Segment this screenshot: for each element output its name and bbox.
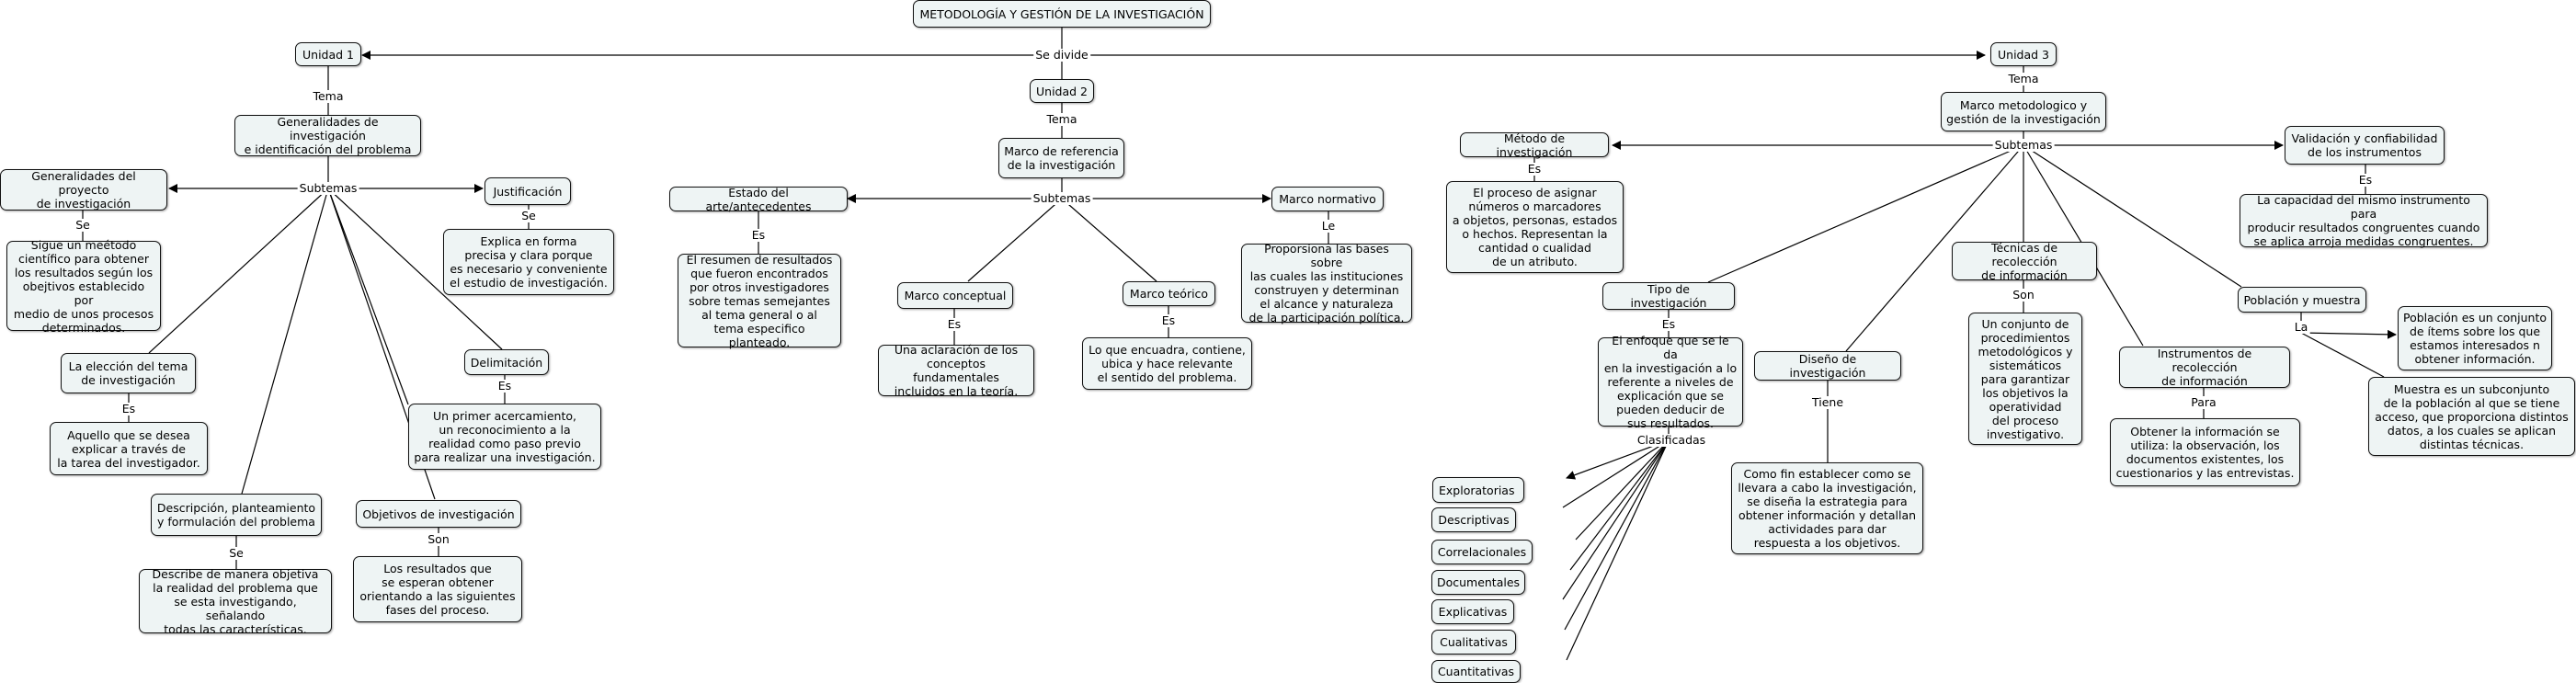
u3-tecnicas-node: Técnicas de recolección de información [1952, 241, 2097, 282]
u1-descripcion-desc-node: Describe de manera objetiva la realidad … [139, 567, 332, 636]
u1-objetivos-desc-node: Los resultados que se esperan obtener or… [353, 556, 522, 622]
u1-eleccion-desc-node: Aquello que se desea explicar a través d… [50, 422, 208, 475]
link-label-u2-estado: Es [749, 228, 768, 242]
link-label-u1-tema: Tema [311, 89, 346, 103]
unidad-2-node: Unidad 2 [1030, 79, 1094, 103]
link-label-u3-clasificadas: Clasificadas [1635, 433, 1708, 447]
u2-normativo-desc-node: Proporsiona las bases sobre las cuales l… [1241, 242, 1412, 324]
u1-justificacion-node: Justificación [484, 177, 571, 205]
u1-tema-node: Generalidades de investigación e identif… [234, 115, 421, 156]
u2-conceptual-node: Marco conceptual [897, 282, 1013, 309]
u3-tipo-cualitativas-node: Cualitativas [1431, 630, 1516, 655]
u3-tema-node: Marco metodologico y gestión de la inves… [1941, 92, 2106, 131]
u1-delimitacion-node: Delimitación [464, 349, 549, 375]
link-label-u1-delimitacion: Es [496, 379, 514, 393]
u3-tecnicas-desc-node: Un conjunto de procedimientos metodológi… [1968, 313, 2082, 445]
unidad-3-node: Unidad 3 [1990, 42, 2057, 66]
u3-validacion-desc-node: La capacidad del mismo instrumento para … [2240, 193, 2488, 248]
u2-teorico-node: Marco teórico [1123, 281, 1215, 306]
link-label-u3-instrumentos: Para [2189, 395, 2218, 409]
u3-diseno-desc-node: Como fin establecer como se llevara a ca… [1731, 462, 1923, 554]
u3-tipo-documentales-node: Documentales [1431, 570, 1525, 595]
u2-estado-desc-node: El resumen de resultados que fueron enco… [678, 253, 841, 349]
u3-poblacion-node: Población y muestra [2238, 287, 2366, 313]
link-label-u1-subtemas: Subtemas [297, 181, 359, 195]
link-label-u1-justificacion: Se [519, 209, 538, 222]
u1-justificacion-desc-node: Explica en forma precisa y clara porque … [443, 229, 614, 295]
link-label-u3-metodo: Es [1525, 162, 1544, 176]
link-label-u1-eleccion: Es [120, 402, 138, 415]
u3-instrumentos-node: Instrumentos de recolección de informaci… [2119, 347, 2290, 388]
u3-tipo-node: Tipo de investigación [1602, 282, 1735, 310]
link-label-u1-proyecto: Se [74, 218, 92, 232]
link-label-u2-normativo: Le [1319, 219, 1338, 233]
u3-validacion-node: Validación y confiabilidad de los instru… [2285, 126, 2445, 165]
u2-estado-node: Estado del arte/antecedentes [669, 186, 848, 213]
u3-poblacion-desc-node: Población es un conjunto de ítems sobre … [2398, 306, 2552, 370]
u3-metodo-node: Método de investigación [1460, 131, 1609, 159]
link-label-u2-conceptual: Es [945, 317, 963, 331]
u3-tipo-cuantitativas-node: Cuantitativas [1431, 660, 1521, 683]
u3-tipo-desc-node: El enfoque que se le da en la investigac… [1598, 334, 1743, 430]
u1-objetivos-node: Objetivos de investigación [356, 500, 521, 528]
u3-muestra-desc-node: Muestra es un subconjunto de la població… [2368, 377, 2575, 456]
u1-eleccion-node: La elección del tema de investigación [61, 353, 196, 393]
link-label-u3-subtemas: Subtemas [1992, 138, 2055, 152]
link-label-u3-validacion: Es [2356, 173, 2375, 187]
link-label-u3-tema: Tema [2006, 72, 2041, 85]
u3-diseno-node: Diseño de investigación [1754, 351, 1901, 381]
link-label-u2-subtemas: Subtemas [1031, 191, 1093, 205]
u1-proyecto-desc-node: Sigue un meétodo científico para obtener… [6, 238, 161, 335]
link-label-u1-objetivos: Son [426, 532, 451, 546]
link-label-u3-poblacion: La [2292, 320, 2310, 334]
link-label-u3-tecnicas: Son [2011, 288, 2036, 302]
u2-tema-node: Marco de referencia de la investigación [998, 138, 1124, 178]
link-label-u1-descripcion: Se [227, 546, 245, 560]
u1-delimitacion-desc-node: Un primer acercamiento, un reconocimient… [408, 404, 601, 470]
u2-teorico-desc-node: Lo que encuadra, contiene, ubica y hace … [1082, 337, 1252, 390]
u3-tipo-correlacionales-node: Correlacionales [1431, 540, 1533, 564]
link-label-u3-tipo: Es [1659, 317, 1678, 331]
u3-tipo-exploratorias-node: Exploratorias [1432, 477, 1524, 503]
u1-proyecto-node: Generalidades del proyecto de investigac… [0, 169, 167, 211]
u3-tipo-descriptivas-node: Descriptivas [1431, 507, 1516, 532]
u2-conceptual-desc-node: Una aclaración de los conceptos fundamen… [878, 343, 1034, 398]
u3-metodo-desc-node: El proceso de asignar números o marcador… [1446, 181, 1624, 273]
link-label-u2-teorico: Es [1159, 313, 1178, 327]
link-label-u3-diseno: Tiene [1809, 395, 1846, 409]
link-label-se-divide: Se divide [1033, 48, 1090, 62]
u2-normativo-node: Marco normativo [1271, 187, 1384, 211]
root-title-node: METODOLOGÍA Y GESTIÓN DE LA INVESTIGACIÓ… [913, 0, 1211, 28]
u3-instrumentos-desc-node: Obtener la información se utiliza: la ob… [2110, 418, 2300, 486]
u3-tipo-explicativas-node: Explicativas [1431, 599, 1514, 624]
u1-descripcion-node: Descripción, planteamiento y formulación… [151, 494, 322, 536]
link-label-u2-tema: Tema [1044, 112, 1079, 126]
unidad-1-node: Unidad 1 [295, 42, 361, 66]
